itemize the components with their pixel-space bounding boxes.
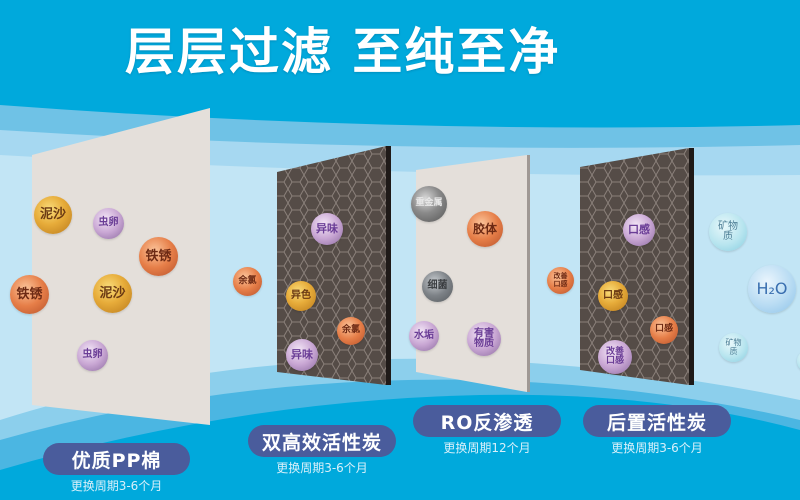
- post-carbon-panel: [580, 148, 689, 385]
- mineral-bubble: 矿物质: [709, 213, 747, 251]
- stage-cycle-post-carbon: 更换周期3-6个月: [611, 441, 703, 455]
- particle-harmful-substance: 有害物质: [467, 322, 501, 356]
- particle-improve-taste: 改善口感: [598, 340, 632, 374]
- particle-scale: 水垢: [409, 321, 439, 351]
- particle-chlorine: 余氯: [233, 267, 262, 296]
- stage-label-pp-cotton: 优质PP棉: [43, 443, 190, 475]
- particle-eggs: 虫卵: [93, 208, 124, 239]
- particle-rust: 铁锈: [10, 275, 49, 314]
- stage-cycle-ro: 更换周期12个月: [443, 441, 531, 455]
- stage-label-carbon: 双高效活性炭: [248, 425, 396, 457]
- particle-taste: 口感: [623, 214, 655, 246]
- particle-taste: 口感: [598, 281, 628, 311]
- particle-odor: 异味: [311, 213, 343, 245]
- particle-eggs: 虫卵: [77, 340, 108, 371]
- headline: 层层过滤 至纯至净: [125, 23, 561, 81]
- h2o-bubble: H₂O: [748, 265, 796, 313]
- pp-cotton-panel: [32, 108, 210, 425]
- particle-chlorine: 余氯: [337, 317, 365, 345]
- particle-color: 异色: [286, 281, 316, 311]
- particle-heavy-metal: 重金属: [411, 186, 447, 222]
- particle-bacteria: 细菌: [422, 271, 453, 302]
- particle-odor: 异味: [286, 339, 318, 371]
- stage-label-ro: RO反渗透: [413, 405, 561, 437]
- particle-rust: 铁锈: [139, 237, 178, 276]
- particle-sediment: 泥沙: [34, 196, 72, 234]
- stage-cycle-pp-cotton: 更换周期3-6个月: [70, 479, 163, 493]
- particle-taste: 口感: [650, 316, 678, 344]
- mineral-bubble: 矿物质: [719, 333, 748, 362]
- partial-bubble: [797, 350, 800, 372]
- particle-improve-taste: 改善口感: [547, 267, 574, 294]
- particle-sediment: 泥沙: [93, 274, 132, 313]
- stage-cycle-carbon: 更换周期3-6个月: [276, 461, 368, 475]
- particle-colloid: 胶体: [467, 211, 503, 247]
- stage-label-post-carbon: 后置活性炭: [583, 405, 731, 437]
